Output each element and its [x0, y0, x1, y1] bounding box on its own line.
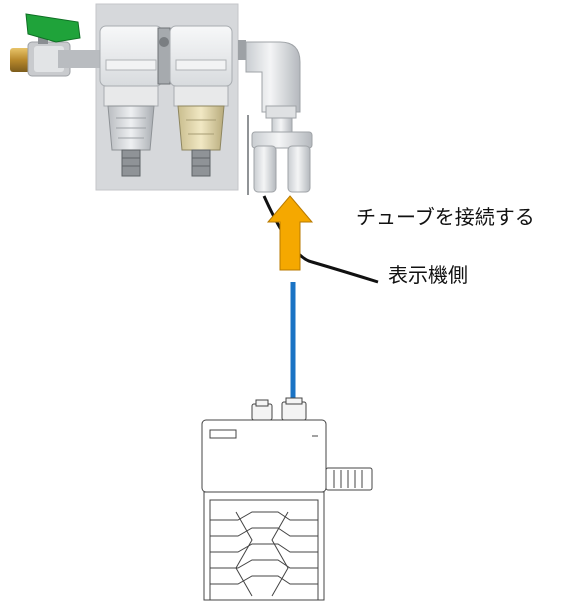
- ball-valve-icon: [10, 13, 100, 77]
- up-arrow-icon: [266, 195, 314, 271]
- elbow-fitting-icon: [238, 40, 313, 195]
- leader-line: [262, 195, 379, 284]
- filter-regulator-photo: [10, 3, 239, 191]
- filter-module: [169, 25, 233, 177]
- regulator-module: [99, 25, 163, 177]
- connect-tube-label: チューブを接続する: [356, 205, 535, 229]
- display-unit-device: [201, 397, 373, 601]
- display-side-label: 表示機側: [388, 263, 468, 287]
